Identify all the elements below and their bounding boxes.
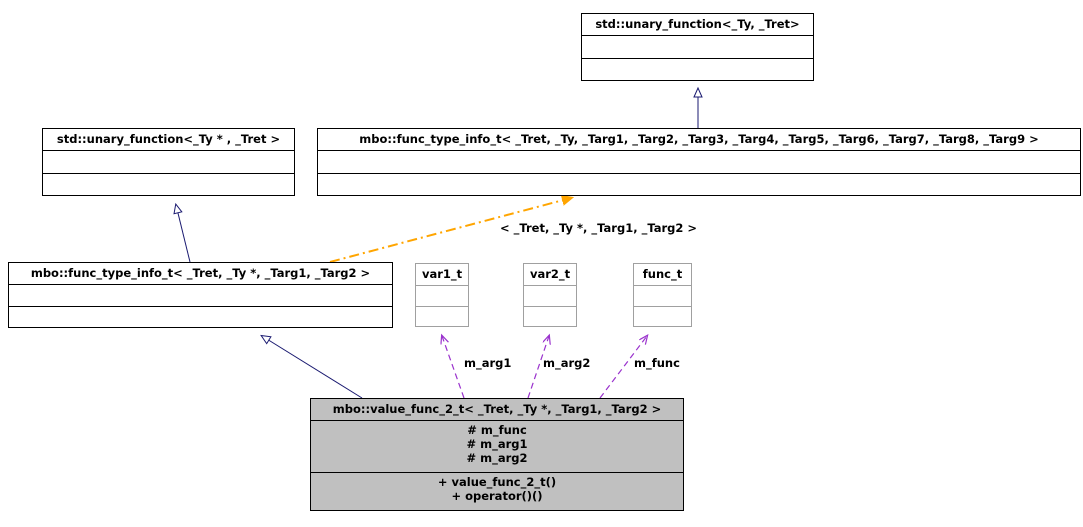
class-node-var2-t[interactable]: var2_t — [523, 263, 577, 327]
class-title: mbo::value_func_2_t< _Tret, _Ty *, _Targ… — [311, 399, 683, 421]
class-operation-item: + operator()() — [451, 489, 543, 503]
class-title: std::unary_function<_Ty * , _Tret > — [43, 129, 294, 151]
class-attribute-item: # m_func — [467, 423, 527, 437]
class-operations — [43, 174, 294, 196]
class-operations — [318, 174, 1080, 196]
class-attributes — [634, 286, 691, 307]
class-attributes: # m_func # m_arg1 # m_arg2 — [311, 421, 683, 473]
class-operations — [634, 307, 691, 327]
class-title: var1_t — [416, 264, 468, 286]
class-operations — [582, 59, 813, 81]
class-node-mbo-func-type-info-t-2[interactable]: mbo::func_type_info_t< _Tret, _Ty *, _Ta… — [8, 262, 393, 328]
class-operations — [524, 307, 576, 327]
class-operations — [9, 307, 392, 328]
class-attributes — [524, 286, 576, 307]
class-operations: + value_func_2_t() + operator()() — [311, 473, 683, 510]
class-node-std-unary-function-ty-tret[interactable]: std::unary_function<_Ty, _Tret> — [581, 13, 814, 81]
class-attributes — [416, 286, 468, 307]
class-node-std-unary-function-typtr-tret[interactable]: std::unary_function<_Ty * , _Tret > — [42, 128, 295, 196]
class-attribute-item: # m_arg1 — [466, 437, 528, 451]
edge-inherit-value-to-info2 — [260, 334, 363, 399]
edge-label-m-arg1: m_arg1 — [464, 356, 512, 370]
class-attributes — [318, 151, 1080, 174]
class-title: mbo::func_type_info_t< _Tret, _Ty *, _Ta… — [9, 263, 392, 285]
edge-label-template-binding: < _Tret, _Ty *, _Targ1, _Targ2 > — [500, 221, 697, 235]
class-title: func_t — [634, 264, 691, 286]
class-attribute-item: # m_arg2 — [466, 451, 528, 465]
class-operation-item: + value_func_2_t() — [437, 475, 557, 489]
edge-usage-m-arg1 — [442, 336, 465, 399]
class-node-func-t[interactable]: func_t — [633, 263, 692, 327]
class-title: mbo::func_type_info_t< _Tret, _Ty, _Targ… — [318, 129, 1080, 151]
class-title: std::unary_function<_Ty, _Tret> — [582, 14, 813, 36]
class-attributes — [582, 36, 813, 59]
edge-label-m-func: m_func — [634, 356, 680, 370]
class-title: var2_t — [524, 264, 576, 286]
class-node-var1-t[interactable]: var1_t — [415, 263, 469, 327]
class-attributes — [9, 285, 392, 307]
class-node-mbo-func-type-info-t-9[interactable]: mbo::func_type_info_t< _Tret, _Ty, _Targ… — [317, 128, 1081, 196]
class-operations — [416, 307, 468, 327]
edge-label-m-arg2: m_arg2 — [543, 356, 591, 370]
class-node-mbo-value-func-2-t[interactable]: mbo::value_func_2_t< _Tret, _Ty *, _Targ… — [310, 398, 684, 511]
class-attributes — [43, 151, 294, 174]
edge-inherit-2-to-left — [173, 202, 191, 263]
